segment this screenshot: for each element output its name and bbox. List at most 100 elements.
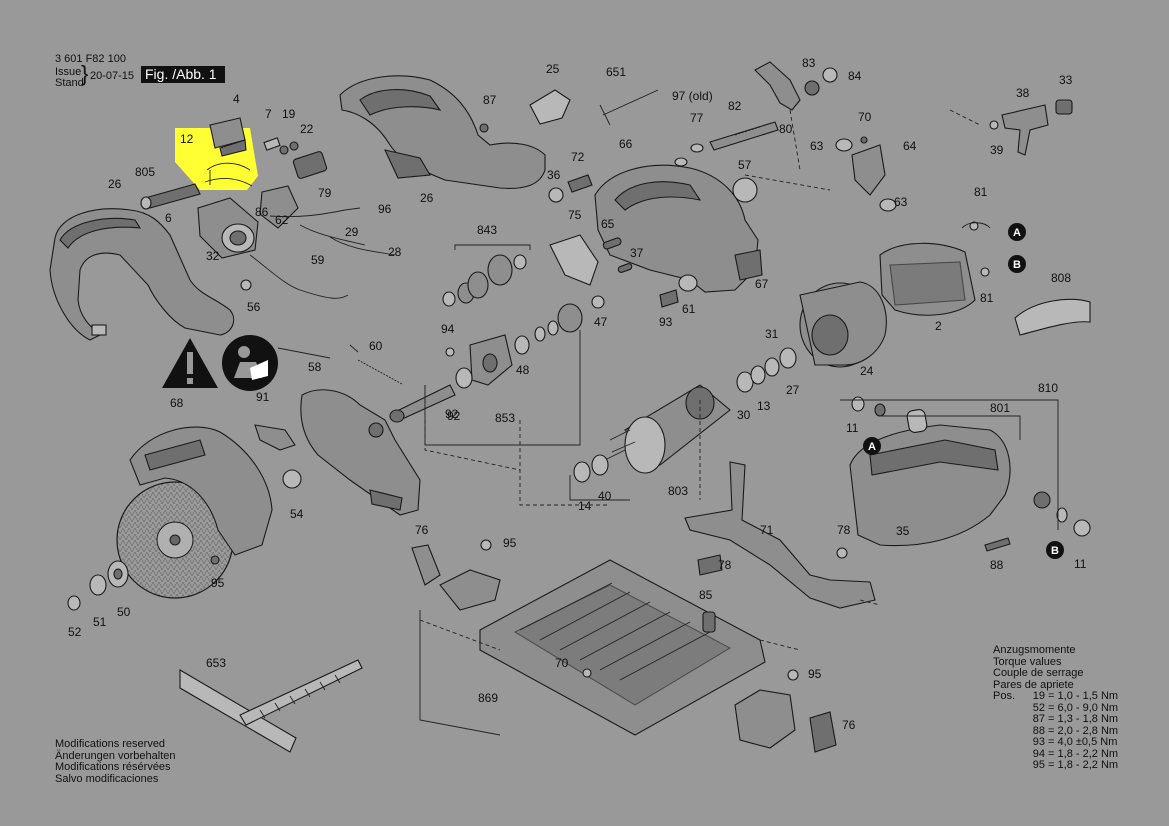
part-number-label: 81 xyxy=(980,291,994,305)
torque-value: = 1,0 - 1,5 Nm xyxy=(1045,690,1119,702)
part-number-label: 11 xyxy=(846,421,859,435)
bracket-853 xyxy=(424,330,581,446)
part-number-label: 51 xyxy=(93,615,107,629)
part-number-label: 91 xyxy=(256,390,270,404)
motor-housing-24 xyxy=(799,281,887,368)
part-number-label: 25 xyxy=(546,62,560,76)
switch-assembly-32 xyxy=(197,197,349,299)
upper-guard-68 xyxy=(129,426,273,556)
modifications-line-es: Salvo modificaciones xyxy=(55,772,159,785)
callout-letter: B xyxy=(1013,259,1021,271)
arrow-warning xyxy=(277,344,359,359)
torque-title-es: Pares de apriete xyxy=(993,678,1074,691)
part-number-label: 63 xyxy=(810,139,824,153)
spindle-853 xyxy=(389,320,559,423)
parts-70-63-64 xyxy=(835,136,897,212)
part-number-label: 95 xyxy=(808,667,822,681)
torque-title-de: Anzugsmomente xyxy=(993,644,1076,656)
part-number-label: 60 xyxy=(369,339,383,353)
modifications-notice: Modifications reserved Änderungen vorbeh… xyxy=(55,738,175,785)
part-number-label: 86 xyxy=(255,205,269,219)
saw-blade xyxy=(116,481,234,599)
part-number-label: 76 xyxy=(415,523,429,537)
part-number-label: 92 xyxy=(445,407,459,421)
part-number-label: 81 xyxy=(974,185,988,199)
armature-803 xyxy=(573,347,797,483)
part-number-label: 62 xyxy=(275,213,289,227)
lever-91-54 xyxy=(254,424,302,489)
rip-fence-653 xyxy=(179,659,363,753)
part-number-label: 95 xyxy=(211,576,225,590)
shaft-82-97-77 xyxy=(674,121,779,167)
part-number-label: 2 xyxy=(935,319,942,333)
part-number-label: 97 (old) xyxy=(672,89,713,103)
torque-row: 93 = 4,0 ±0,5 Nm xyxy=(993,736,1118,749)
torque-pos-label: Pos. xyxy=(993,690,1016,702)
part-number-label: 12 xyxy=(180,132,194,146)
part-number-label: 843 xyxy=(477,223,497,237)
part-number-label: 52 xyxy=(68,625,82,639)
rear-handle-26 xyxy=(49,208,235,341)
part-number-label: 88 xyxy=(990,558,1004,572)
bracket-869 xyxy=(419,610,501,736)
part-number-label: 48 xyxy=(516,363,530,377)
part-number-label: 37 xyxy=(630,246,644,260)
lower-guard-58 xyxy=(300,389,421,516)
part-number-label: 78 xyxy=(837,523,851,537)
cover-79 xyxy=(292,151,328,179)
torque-title-en: Torque values xyxy=(993,655,1062,668)
callout-letter: B xyxy=(1051,545,1059,557)
part-number-label: 75 xyxy=(568,208,582,222)
part-number-label: 30 xyxy=(737,408,751,422)
torque-row: 87 = 1,3 - 1,8 Nm xyxy=(993,713,1118,726)
part-number-label: 22 xyxy=(300,122,314,136)
part-number-label: 38 xyxy=(1016,86,1030,100)
part-number-label: 50 xyxy=(117,605,131,619)
part-number-label: 95 xyxy=(503,536,517,550)
issue-label: Issue xyxy=(55,66,82,78)
part-number-label: 57 xyxy=(738,158,752,172)
brush-cover-808 xyxy=(1014,298,1091,336)
part-number-label: 28 xyxy=(388,245,402,259)
part-number-label: 36 xyxy=(547,168,561,182)
bracket-803 xyxy=(569,475,630,501)
modifications-line-en: Modifications reserved xyxy=(55,738,166,750)
housing-handle-26 xyxy=(339,75,546,189)
part-number-label: 653 xyxy=(206,656,226,670)
part-number-label: 84 xyxy=(848,69,862,83)
torque-values-table: Anzugsmomente Torque values Couple de se… xyxy=(993,644,1119,772)
torque-row: 94 = 1,8 - 2,2 Nm xyxy=(993,747,1118,761)
part-number-label: 808 xyxy=(1051,271,1071,285)
parts-25-651-87 xyxy=(479,89,659,133)
part-number-label: 29 xyxy=(345,225,359,239)
part-number-label: 67 xyxy=(755,277,769,291)
spring-clip-12 xyxy=(204,162,253,187)
bracket-76-95 xyxy=(411,539,501,611)
part-number-label: 92 xyxy=(447,409,461,423)
screw-56 xyxy=(240,279,252,291)
torque-title-fr: Couple de serrage xyxy=(993,667,1084,679)
part-number-label: 68 xyxy=(170,396,184,410)
part-number-label: 82 xyxy=(728,99,742,113)
torque-row: 95 = 1,8 - 2,2 Nm xyxy=(993,759,1118,772)
dash-line-armature xyxy=(519,400,701,506)
part-number-label: 32 xyxy=(206,249,220,263)
part-number-label: 27 xyxy=(786,383,800,397)
part-number-label: 39 xyxy=(990,143,1004,157)
part-number-label: 61 xyxy=(682,302,696,316)
blade-guard-66 xyxy=(594,164,763,293)
torque-pos: 87 xyxy=(1032,713,1045,725)
callout-letter: A xyxy=(868,441,876,453)
part-number-label: 78 xyxy=(718,558,732,572)
torque-pos: 95 xyxy=(1032,759,1045,771)
part-number-label: 24 xyxy=(860,364,874,378)
arm-71 xyxy=(684,461,876,609)
cable-sleeve-805 xyxy=(140,183,201,210)
torque-pos: 94 xyxy=(1032,747,1045,760)
part-number-label: 14 xyxy=(578,499,592,513)
part-number-label: 56 xyxy=(247,300,261,314)
part-number-label: 64 xyxy=(903,139,917,153)
